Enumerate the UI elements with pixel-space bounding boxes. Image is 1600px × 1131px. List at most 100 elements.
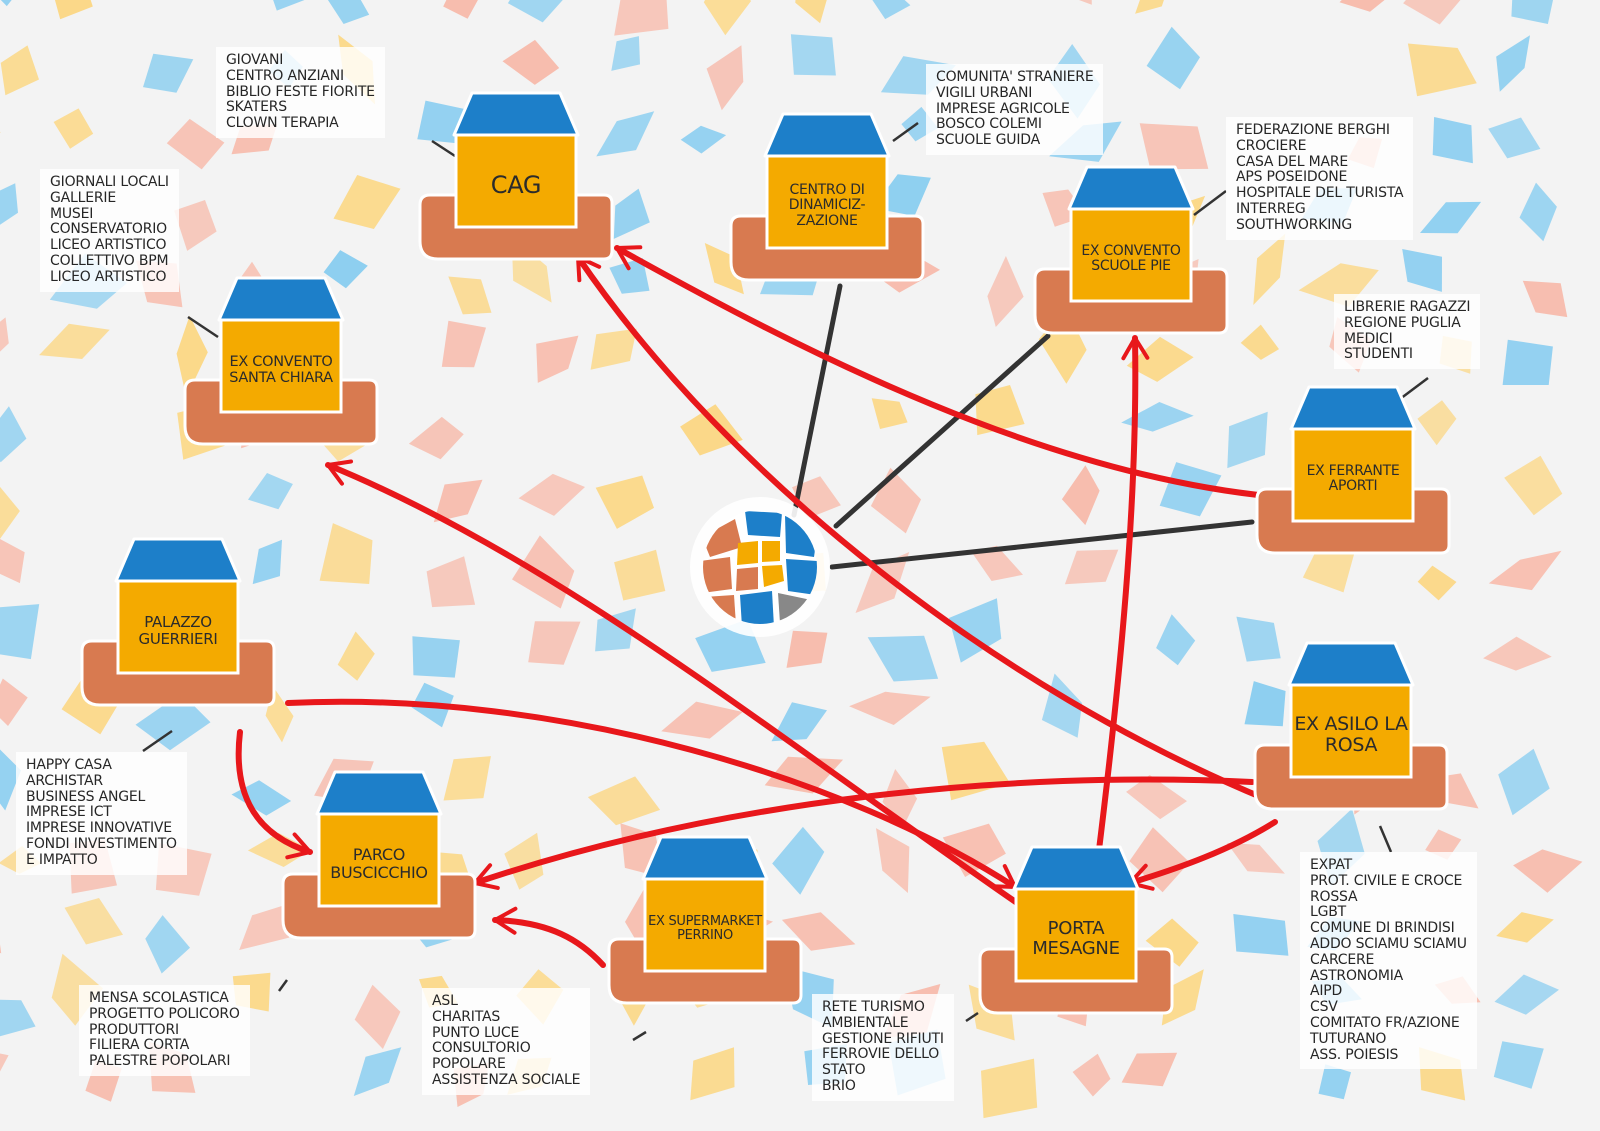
mosaic-tile (1078, 0, 1092, 5)
label-line: COMUNITA' STRANIERE (936, 69, 1094, 85)
building-roof (1067, 165, 1195, 211)
label-line: BRIO (822, 1077, 856, 1094)
mosaic-tile (252, 539, 282, 585)
label-line: REGIONE PUGLIA (1344, 314, 1461, 331)
mosaic-tile (1072, 1053, 1111, 1097)
mosaic-tile (1417, 565, 1457, 601)
mosaic-tile (353, 1047, 402, 1096)
building-wall (643, 877, 767, 973)
label-line: PRODUTTORI (89, 1021, 179, 1038)
mosaic-tile (595, 475, 654, 529)
mosaic-tile (867, 635, 939, 682)
node-ferrante[interactable]: EX FERRANTE APORTI (1253, 385, 1453, 565)
label-line: IMPRESE ICT (26, 804, 112, 821)
mosaic-tile (319, 523, 373, 584)
building-icon (1033, 165, 1229, 335)
mosaic-tile (781, 912, 856, 951)
building-icon (978, 845, 1174, 1015)
node-title: EX SUPERMARKET PERRINO (648, 913, 762, 944)
mosaic-tile (855, 552, 910, 613)
building-wall (765, 154, 889, 250)
node-perrino[interactable]: EX SUPERMARKET PERRINO (605, 835, 805, 1015)
spoke-hub-dinamic (791, 283, 843, 518)
node-pie[interactable]: EX CONVENTO SCUOLE PIE (1031, 165, 1231, 345)
mosaic-tile (795, 0, 827, 24)
label-line: GALLERIE (50, 189, 116, 206)
mosaic-tile (248, 473, 293, 510)
node-title: EX CONVENTO SCUOLE PIE (1081, 242, 1181, 275)
node-title: EX FERRANTE APORTI (1306, 462, 1400, 495)
building-roof (1287, 641, 1415, 687)
mosaic-tile (333, 175, 401, 229)
building-roof (1289, 385, 1417, 431)
mosaic-tile (680, 125, 727, 154)
mosaic-tile (872, 0, 911, 20)
mosaic-tile (166, 118, 225, 170)
building-icon (729, 112, 925, 282)
label-line: INTERREG (1236, 200, 1306, 217)
building-wall (1014, 887, 1138, 983)
label-line: FEDERAZIONE BERGHI (1236, 122, 1390, 138)
mosaic-tile (512, 535, 575, 609)
node-parco[interactable]: PARCO BUSCICCHIO (279, 770, 479, 950)
arrow-guerrieri-porta (285, 698, 1018, 890)
mosaic-tile (596, 111, 655, 157)
label-line: ASL (432, 993, 458, 1009)
node-guerrieri[interactable]: PALAZZO GUERRIERI (78, 537, 278, 717)
mosaic-tile (772, 826, 825, 895)
mosaic-tile (504, 832, 544, 890)
building-wall (219, 318, 343, 414)
node-porta[interactable]: PORTA MESAGNE (976, 845, 1176, 1025)
label-line: ARCHISTAR (26, 772, 103, 789)
mosaic-tile (871, 398, 908, 429)
mosaic-tile (661, 701, 743, 739)
mosaic-tile (518, 473, 585, 516)
mosaic-tile (337, 631, 375, 681)
arrow-guerrieri-parco (235, 729, 313, 860)
mosaic-globe-icon[interactable] (690, 497, 830, 637)
mosaic-tile (771, 702, 827, 742)
node-title: PALAZZO GUERRIERI (138, 613, 218, 648)
mosaic-tile (0, 538, 25, 584)
node-dinamic[interactable]: CENTRO DI DINAMICIZ-ZAZIONE (727, 112, 927, 292)
arrow-rosa-porta (1127, 819, 1278, 891)
label-line: TUTURANO (1310, 1030, 1387, 1047)
mosaic-tile (1236, 616, 1281, 662)
mosaic-tile (706, 45, 744, 111)
leader-rosa (1378, 825, 1393, 853)
label-line: POPOLARE (432, 1056, 506, 1073)
mosaic-tile (536, 335, 579, 383)
label-line: AIPD (1310, 983, 1343, 1000)
label-line: ASS. POIESIS (1310, 1046, 1399, 1063)
mosaic-tile (1403, 0, 1461, 25)
node-title: EX ASILO LA ROSA (1294, 712, 1408, 756)
label-line: COMUNE DI BRINDISI (1310, 920, 1455, 937)
label-line: AMBIENTALE (822, 1014, 909, 1031)
arrow-rosa-cag (575, 254, 1271, 803)
mosaic-tile (1402, 249, 1442, 292)
mosaic-tile (790, 34, 836, 76)
arrow-ferrante-cag (614, 245, 1293, 501)
arrow-perrino-parco (492, 906, 606, 968)
mosaic-tile (849, 691, 931, 725)
building-roof (452, 91, 580, 137)
mosaic-tile (176, 315, 208, 398)
building-icon (1253, 641, 1449, 811)
mosaic-tile (981, 1058, 1038, 1119)
label-line: BIBLIO FESTE FIORITE (226, 83, 375, 100)
building-icon (607, 835, 803, 1005)
mosaic-tile (507, 0, 563, 23)
mosaic-tile (882, 769, 918, 829)
node-rosa[interactable]: EX ASILO LA ROSA (1251, 641, 1451, 821)
mosaic-tile (354, 984, 401, 1049)
mosaic-tile (1407, 43, 1477, 97)
node-chiara[interactable]: EX CONVENTO SANTA CHIARA (181, 276, 381, 456)
node-cag[interactable]: CAG (416, 91, 616, 271)
mosaic-tile (1061, 465, 1100, 526)
label-line: SKATERS (226, 99, 287, 116)
label-line: LICEO ARTISTICO (50, 268, 167, 285)
leader-guerrieri (142, 729, 173, 753)
label-line: LIBRERIE RAGAZZI (1344, 299, 1471, 315)
